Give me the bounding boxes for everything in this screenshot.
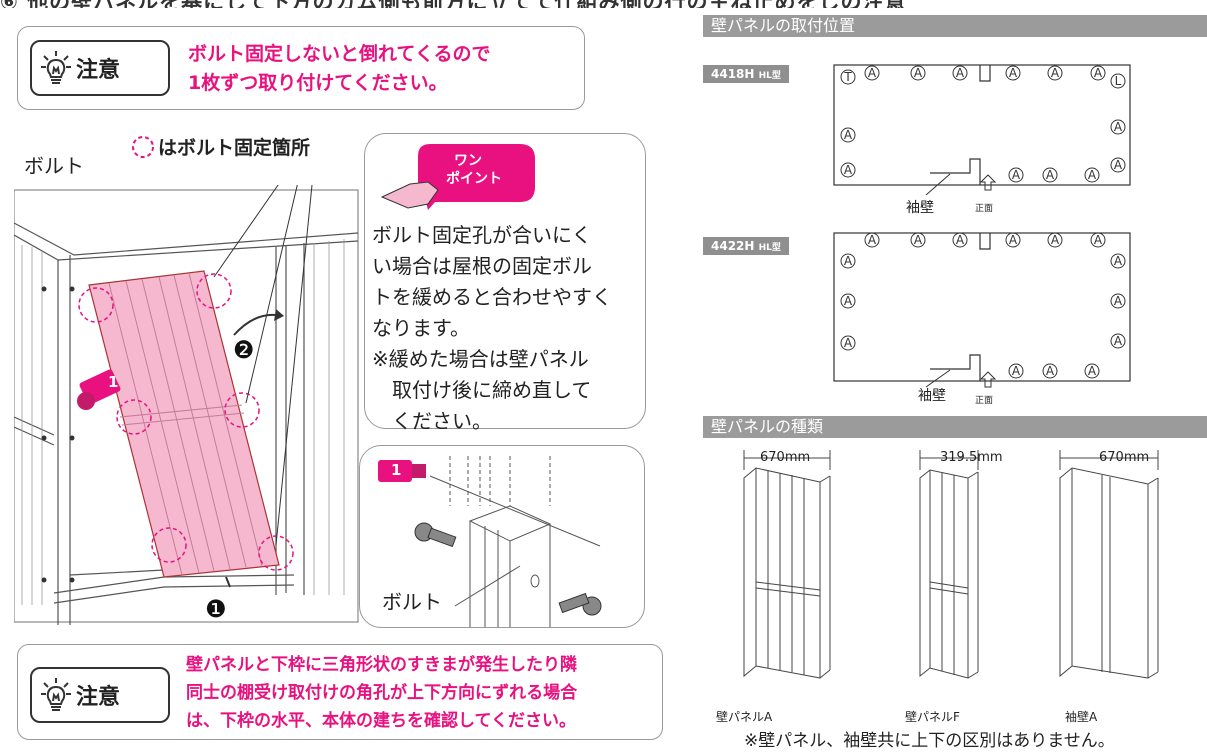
front-label-1: 正面 <box>975 204 994 214</box>
svg-text:A: A <box>1009 233 1018 247</box>
one-point-line: ください。 <box>372 409 492 433</box>
sode-label-2: 袖壁 <box>918 388 946 404</box>
bolt-points-legend: はボルト固定箇所 <box>158 137 311 159</box>
caution-line: 壁パネルと下枠に三角形状のすきまが発生したり隣 <box>186 655 577 675</box>
svg-text:A: A <box>1114 334 1123 348</box>
svg-text:A: A <box>1046 364 1055 378</box>
svg-text:A: A <box>868 233 877 247</box>
svg-text:A: A <box>844 163 853 177</box>
bolt-detail-illustration <box>378 456 602 627</box>
svg-text:A: A <box>868 66 877 80</box>
svg-text:A: A <box>844 128 853 142</box>
one-point-line: トを緩めると合わせやすく <box>372 285 612 309</box>
sode-a-width: 670mm <box>1099 450 1150 465</box>
svg-text:A: A <box>1046 168 1055 182</box>
layout-diagram-4418h: A A A A A A T L A A A A A A A <box>833 64 1131 195</box>
panel-a-width: 670mm <box>760 450 811 465</box>
caution-label: 注意 <box>76 58 121 83</box>
one-point-tag-line2: ポイント <box>446 171 502 187</box>
one-point-line: ※緩めた場合は壁パネル <box>372 347 589 371</box>
lightbulb-icon <box>41 51 71 84</box>
sode-a-name: 袖壁A <box>1065 710 1098 724</box>
lightbulb-icon <box>41 678 71 711</box>
model-name: 4418H <box>711 67 755 81</box>
footnote: ※壁パネル、袖壁共に上下の区別はありません。 <box>744 731 1115 751</box>
model-name: 4422H <box>711 239 755 253</box>
svg-text:A: A <box>844 254 853 268</box>
panel-f-width: 319.5mm <box>940 450 1003 465</box>
svg-text:A: A <box>1051 233 1060 247</box>
caution-badge: 注意 <box>30 667 170 723</box>
svg-text:A: A <box>1094 66 1103 80</box>
model-suffix: HL型 <box>758 243 781 253</box>
section-header-types: 壁パネルの種類 <box>703 416 1207 438</box>
one-point-line: なります。 <box>372 316 470 340</box>
panel-f-name: 壁パネルF <box>905 710 960 724</box>
one-point-line: ボルト固定孔が合いにく <box>372 223 592 247</box>
svg-text:A: A <box>1114 254 1123 268</box>
svg-text:A: A <box>956 66 965 80</box>
sode-label-1: 袖壁 <box>906 200 934 216</box>
caution-box-top: 注意 ボルト固定しないと倒れてくるので 1枚ずつ取り付けてください。 <box>17 26 585 110</box>
svg-text:A: A <box>1114 294 1123 308</box>
bolt-detail-box: 1 ボルト <box>359 445 645 628</box>
svg-text:A: A <box>914 66 923 80</box>
dashed-circle-icon <box>132 136 154 158</box>
svg-text:A: A <box>956 233 965 247</box>
caution-box-bottom: 注意 壁パネルと下枠に三角形状のすきまが発生したり隣 同士の棚受け取付けの角孔が… <box>17 644 663 740</box>
panel-types-illustration <box>743 450 1159 679</box>
bolt-label-left: ボルト <box>24 154 84 178</box>
model-tag-4422h: 4422H HL型 <box>703 237 789 255</box>
svg-text:A: A <box>1012 168 1021 182</box>
front-label-2: 正面 <box>975 396 994 406</box>
svg-text:A: A <box>1094 233 1103 247</box>
one-point-line: 取付け後に締め直して <box>372 378 592 402</box>
svg-text:A: A <box>1088 364 1097 378</box>
svg-text:A: A <box>1009 66 1018 80</box>
top-cut-text: ⑥ 他の壁パネルを基にして下方のカム側も前方に立てて仕組み側の行の主ね止めをしの… <box>0 0 1207 8</box>
detail-bolt-label: ボルト <box>382 590 442 614</box>
svg-text:A: A <box>914 233 923 247</box>
panel-install-illustration <box>14 185 359 625</box>
one-point-line: い場合は屋根の固定ボル <box>372 254 592 278</box>
panel-a-name: 壁パネルA <box>716 710 773 724</box>
model-suffix: HL型 <box>758 71 781 81</box>
detail-part-number: 1 <box>391 461 402 479</box>
caution-line: 同士の棚受け取付けの角孔が上下方向にずれる場合 <box>186 683 578 703</box>
caution-message: ボルト固定しないと倒れてくるので 1枚ずつ取り付けてください。 <box>188 40 490 98</box>
part-number-badge: 1 <box>108 373 119 391</box>
one-point-tag <box>380 144 535 210</box>
svg-text:T: T <box>843 70 852 84</box>
svg-text:A: A <box>844 294 853 308</box>
step-1-marker: ❶ <box>205 595 227 623</box>
caution-line: 1枚ずつ取り付けてください。 <box>188 72 448 94</box>
svg-text:A: A <box>844 336 853 350</box>
one-point-tag-line1: ワン <box>454 153 482 169</box>
svg-text:A: A <box>1012 364 1021 378</box>
caution-label: 注意 <box>76 685 121 710</box>
caution-line: は、下枠の水平、本体の建ちを確認してください。 <box>186 711 576 731</box>
svg-text:A: A <box>1088 168 1097 182</box>
svg-text:A: A <box>1114 120 1123 134</box>
one-point-text: ボルト固定孔が合いにく い場合は屋根の固定ボル トを緩めると合わせやすく なりま… <box>372 220 612 437</box>
svg-text:L: L <box>1115 74 1122 88</box>
step-2-marker: ❷ <box>233 336 255 364</box>
caution-message: 壁パネルと下枠に三角形状のすきまが発生したり隣 同士の棚受け取付けの角孔が上下方… <box>186 651 577 735</box>
section-header-position: 壁パネルの取付位置 <box>703 15 1207 37</box>
caution-badge: 注意 <box>30 40 170 96</box>
svg-text:A: A <box>1051 66 1060 80</box>
model-tag-4418h: 4418H HL型 <box>703 65 789 83</box>
svg-text:A: A <box>1114 158 1123 172</box>
caution-line: ボルト固定しないと倒れてくるので <box>188 43 491 65</box>
